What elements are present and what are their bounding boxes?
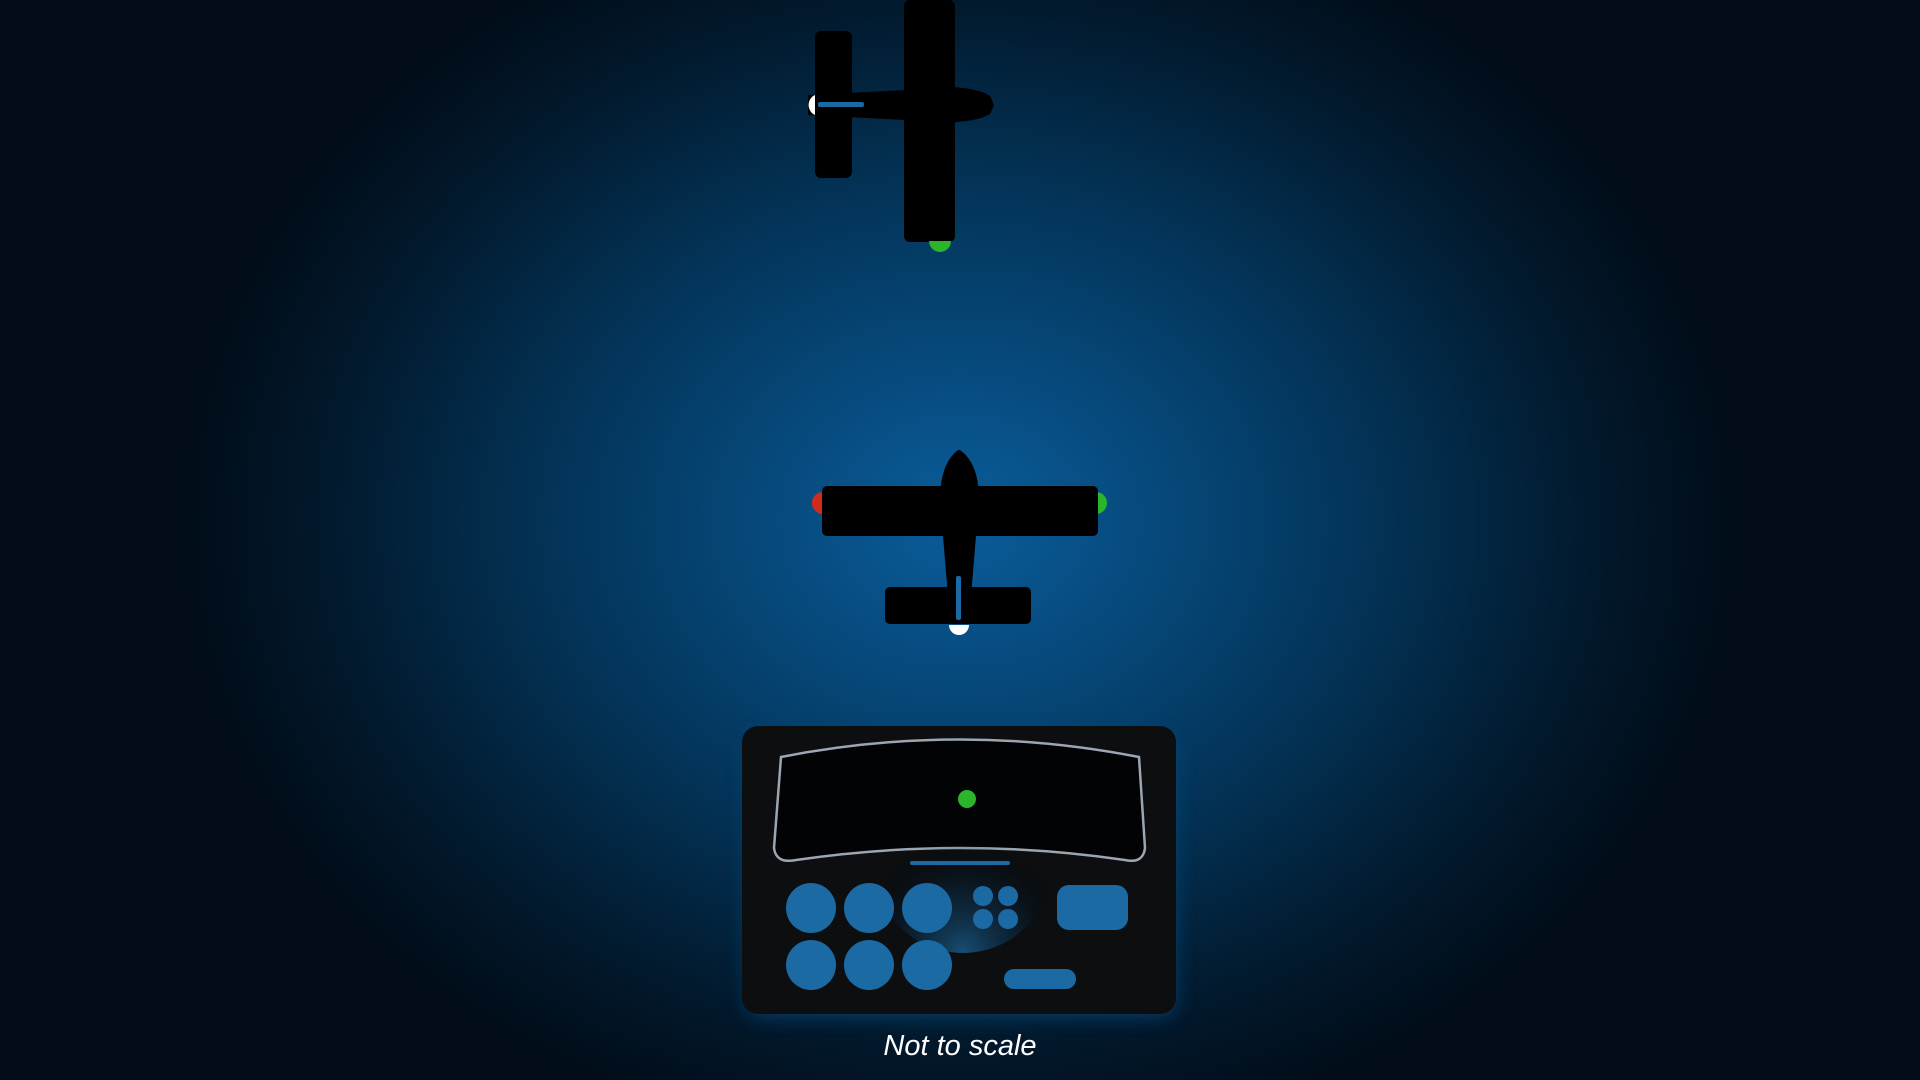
- gauge-1: [786, 883, 836, 933]
- switch-bar: [1004, 969, 1076, 989]
- own-aircraft: [812, 450, 1107, 635]
- other-aircraft-tail-stripe: [818, 102, 864, 107]
- own-aircraft-tail-stripe: [956, 576, 961, 620]
- other-aircraft-tail-light: [808, 95, 815, 115]
- gauge-3: [902, 883, 952, 933]
- other-aircraft: [808, 0, 994, 252]
- small-knob-4: [998, 909, 1018, 929]
- cockpit-view-green-light: [958, 790, 976, 808]
- gauge-6: [902, 940, 952, 990]
- panel-divider-bar: [910, 861, 1010, 865]
- gauge-2: [844, 883, 894, 933]
- own-aircraft-fuselage: [940, 450, 979, 596]
- radio-display: [1057, 885, 1128, 930]
- small-knob-1: [973, 886, 993, 906]
- not-to-scale-caption: Not to scale: [883, 1030, 1037, 1062]
- own-aircraft-red-light: [812, 492, 823, 514]
- other-aircraft-green-light: [929, 241, 951, 252]
- small-knob-2: [998, 886, 1018, 906]
- own-aircraft-green-light: [1096, 492, 1107, 514]
- cockpit-panel: [742, 726, 1177, 1018]
- small-knob-3: [973, 909, 993, 929]
- own-aircraft-tail-light: [949, 625, 969, 635]
- gauge-5: [844, 940, 894, 990]
- gauge-4: [786, 940, 836, 990]
- other-aircraft-fuselage: [808, 87, 994, 123]
